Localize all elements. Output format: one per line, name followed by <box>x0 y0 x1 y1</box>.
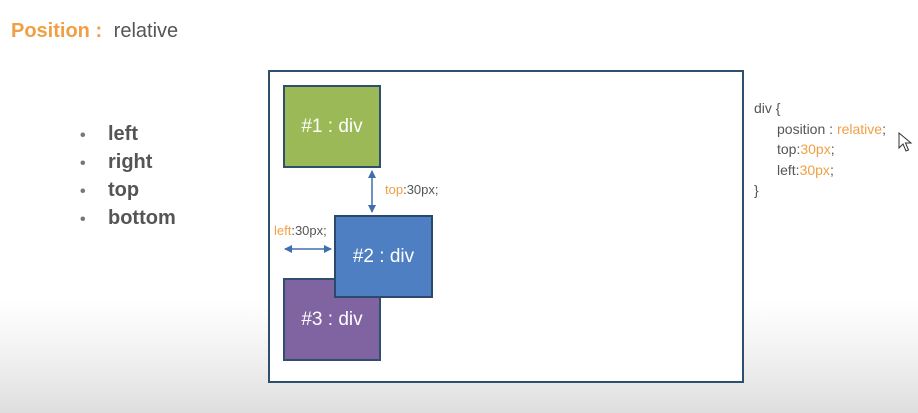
list-item: • bottom <box>80 204 176 232</box>
top-offset-label: top:30px; <box>385 182 439 197</box>
list-item: • right <box>80 148 176 176</box>
bullet-icon: • <box>80 155 86 172</box>
mouse-pointer-icon <box>898 132 913 152</box>
code-line-close: } <box>754 182 759 198</box>
title-value: relative <box>113 20 179 42</box>
code-line-left: left:30px; <box>754 160 886 181</box>
div-box-3-label: #3 : div <box>301 308 363 330</box>
list-item-label: right <box>108 151 153 173</box>
left-offset-value: :30px; <box>291 223 327 238</box>
code-line-position: position : relative; <box>754 119 886 140</box>
div-box-1-label: #1 : div <box>301 115 363 137</box>
code-top-property: top: <box>777 141 801 157</box>
list-item: • top <box>80 176 176 204</box>
div-box-2: #2 : div <box>334 215 433 298</box>
code-line-top: top:30px; <box>754 139 886 160</box>
property-list: • left • right • top • bottom <box>80 120 176 232</box>
left-offset-label: left:30px; <box>274 223 327 238</box>
code-position-end: ; <box>882 120 886 137</box>
code-top-end: ; <box>830 141 835 157</box>
bullet-icon: • <box>80 211 86 228</box>
top-offset-value: :30px; <box>403 182 439 197</box>
list-item-label: left <box>108 123 138 145</box>
title-label: Position : <box>11 20 103 42</box>
code-position-property: position : <box>777 120 837 137</box>
code-position-value: relative <box>836 120 883 137</box>
list-item-label: top <box>108 179 140 201</box>
bullet-icon: • <box>80 127 86 144</box>
slide-title: Position : relative <box>11 18 178 44</box>
bullet-icon: • <box>80 183 86 200</box>
code-top-value: 30px <box>800 141 831 157</box>
code-left-end: ; <box>829 161 834 178</box>
top-offset-property: top <box>385 182 404 197</box>
left-offset-property: left <box>274 223 292 238</box>
css-code-block: div { position : relative; top:30px; lef… <box>754 98 886 201</box>
code-left-property: left: <box>777 161 800 178</box>
div-box-1: #1 : div <box>283 85 381 168</box>
div-box-2-label: #2 : div <box>352 245 415 267</box>
code-left-value: 30px <box>799 161 830 178</box>
code-line-open: div { <box>754 100 781 116</box>
list-item: • left <box>80 120 176 148</box>
list-item-label: bottom <box>108 207 176 229</box>
